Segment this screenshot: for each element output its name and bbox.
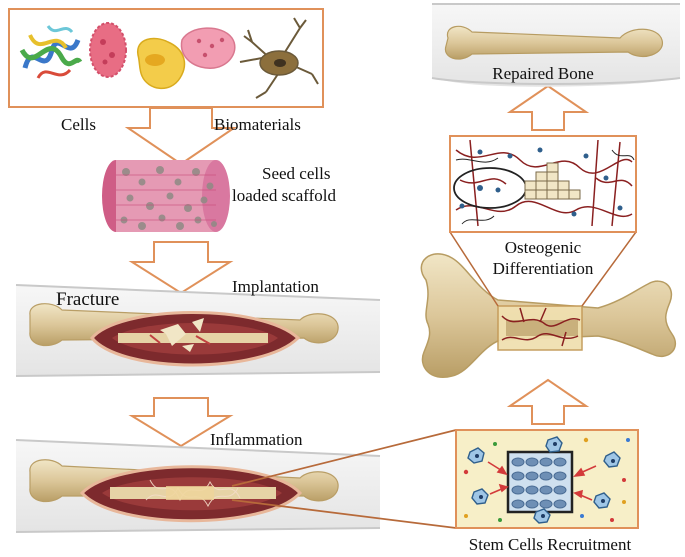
stem-cell-recruitment-panel <box>455 429 639 529</box>
osteogenic-differentiation-panel <box>449 135 637 233</box>
femur-with-scaffold <box>420 253 677 379</box>
arrow-to-repaired-bone <box>506 84 590 131</box>
seed-cells-label-line2: loaded scaffold <box>232 186 337 205</box>
yellow-cell-icon <box>137 37 186 89</box>
inflammation-leg-illustration <box>15 439 381 533</box>
repaired-bone-illustration <box>431 3 681 87</box>
stem-cells-recruitment-label: Stem Cells Recruitment <box>468 535 632 554</box>
implantation-label: Implantation <box>232 277 319 296</box>
zoom-connector-lines <box>231 429 457 529</box>
arrow-to-osteogenesis <box>506 378 590 425</box>
pink-round-cell-icon <box>180 27 236 69</box>
biomaterials-label: Biomaterials <box>214 115 301 134</box>
cells-label: Cells <box>61 115 96 134</box>
fracture-leg-illustration <box>15 284 381 377</box>
repaired-bone-label: Repaired Bone <box>492 64 594 83</box>
seed-cells-label-line1: Seed cells <box>244 164 354 184</box>
protein-structure-icon <box>19 25 83 79</box>
cells-panel <box>8 8 324 108</box>
arrow-to-scaffold <box>124 107 238 166</box>
arrow-to-inflammation <box>128 397 234 448</box>
osteogenic-label-line2: Differentiation <box>492 259 594 278</box>
pink-cell-icon <box>89 22 127 78</box>
seed-cell-scaffold <box>102 160 230 232</box>
fracture-label: Fracture <box>56 289 120 310</box>
arrow-to-implantation <box>128 241 234 295</box>
osteogenic-label-line1: Osteogenic <box>504 238 582 257</box>
inflammation-label: Inflammation <box>210 430 303 449</box>
signal-molecules <box>463 437 630 522</box>
seed-cells-text-1: Seed cells <box>262 164 331 183</box>
osteoblast-matrix <box>524 162 581 200</box>
zoom-connector-lines-top <box>449 231 637 307</box>
